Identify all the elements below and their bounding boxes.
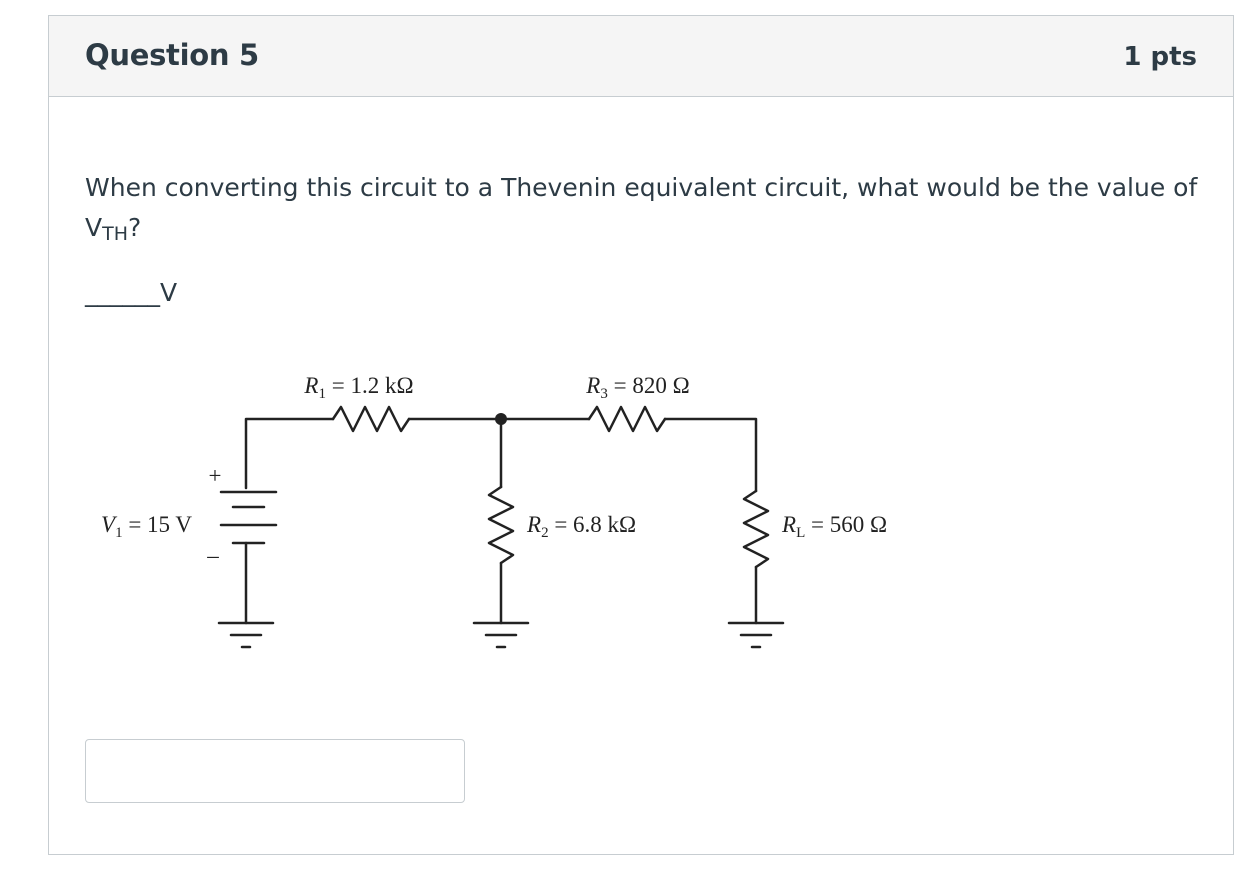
answer-blank-line: ______V	[85, 278, 178, 307]
question-title: Question 5	[85, 38, 259, 72]
rl-resistor	[742, 489, 770, 569]
question-text: When converting this circuit to a Theven…	[85, 168, 1205, 254]
ground-r2	[472, 621, 530, 649]
rl-label: RL = 560 Ω	[781, 512, 887, 541]
r1-label: R1 = 1.2 kΩ	[303, 373, 413, 402]
question-text-sub: TH	[102, 223, 129, 245]
wire-r3-right	[663, 417, 758, 493]
r3-label: R3 = 820 Ω	[585, 373, 689, 402]
battery-plus-sign: +	[209, 463, 222, 488]
circuit-diagram: R1 = 1.2 kΩ R3 = 820 Ω R2 = 6.8 kΩ RL = …	[101, 373, 887, 649]
question-text-end: ?	[128, 213, 142, 242]
battery-minus-sign: –	[206, 543, 219, 568]
r3-resistor	[587, 405, 667, 433]
answer-input[interactable]	[85, 739, 465, 803]
ground-rl	[727, 621, 785, 649]
v1-label: V1 = 15 V	[101, 512, 192, 541]
junction-node	[495, 413, 507, 425]
r2-label: R2 = 6.8 kΩ	[526, 512, 636, 541]
question-header: Question 5 1 pts	[49, 16, 1233, 97]
wire-top-left	[244, 417, 335, 490]
r2-resistor	[487, 485, 515, 565]
question-text-var: V	[85, 213, 103, 242]
r1-resistor	[331, 405, 411, 433]
question-text-main: When converting this circuit to a Theven…	[85, 173, 1198, 202]
question-points: 1 pts	[1123, 42, 1197, 72]
question-card: Question 5 1 pts When converting this ci…	[48, 15, 1234, 855]
ground-battery	[217, 621, 275, 649]
